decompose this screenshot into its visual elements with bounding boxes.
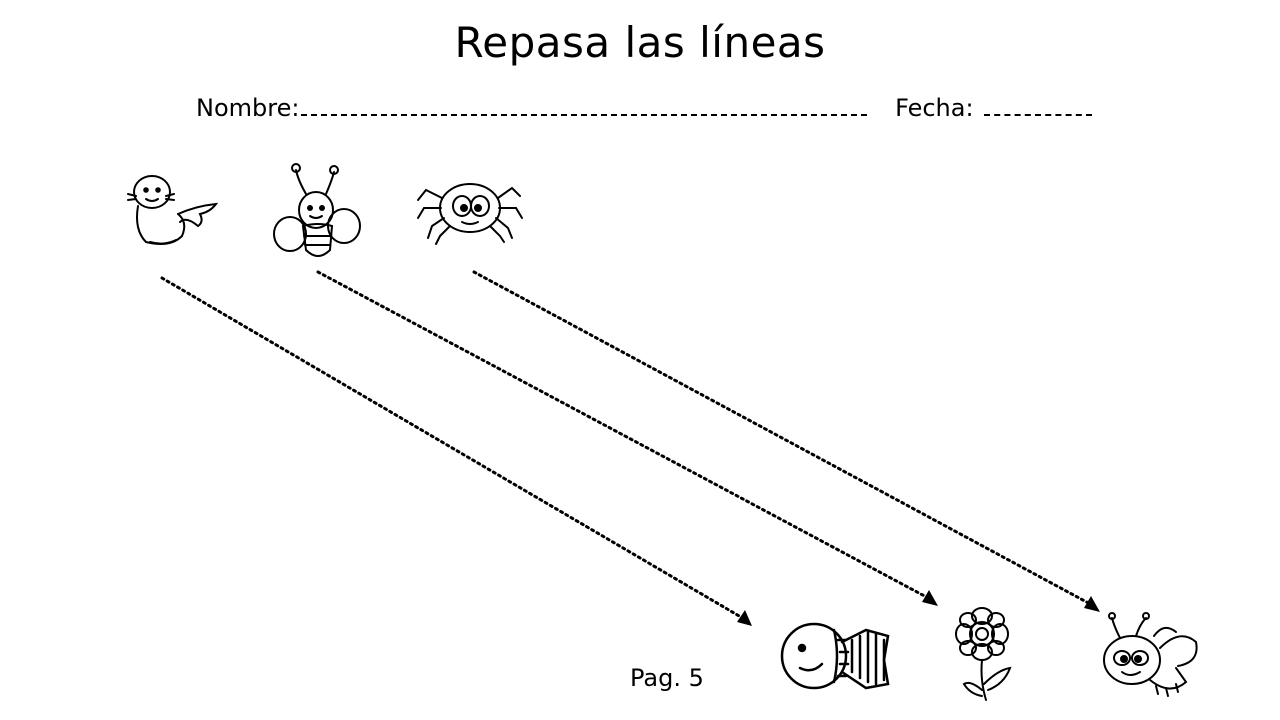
- arrowhead-flower: [922, 590, 938, 606]
- student-info-row: Nombre: Fecha:: [196, 94, 1092, 122]
- arrowhead-fish: [737, 610, 752, 626]
- date-label: Fecha:: [895, 94, 974, 122]
- tracing-line-seal-to-fish[interactable]: [160, 276, 748, 622]
- ladybug-icon: [1103, 612, 1198, 697]
- bee-icon: [273, 163, 361, 257]
- fish-icon: [780, 622, 890, 690]
- tracing-line-spider-to-ladybug[interactable]: [472, 270, 1096, 608]
- date-blank-line[interactable]: [983, 96, 1092, 116]
- name-label: Nombre:: [196, 94, 300, 122]
- flower-icon: [955, 607, 1012, 701]
- worksheet-title: Repasa las líneas: [454, 18, 826, 67]
- name-blank-line[interactable]: [301, 96, 868, 116]
- page-number: Pag. 5: [630, 664, 704, 692]
- tracing-line-bee-to-flower[interactable]: [316, 270, 934, 602]
- spider-icon: [417, 183, 523, 245]
- arrowhead-ladybug: [1084, 596, 1100, 612]
- seal-icon: [127, 175, 219, 245]
